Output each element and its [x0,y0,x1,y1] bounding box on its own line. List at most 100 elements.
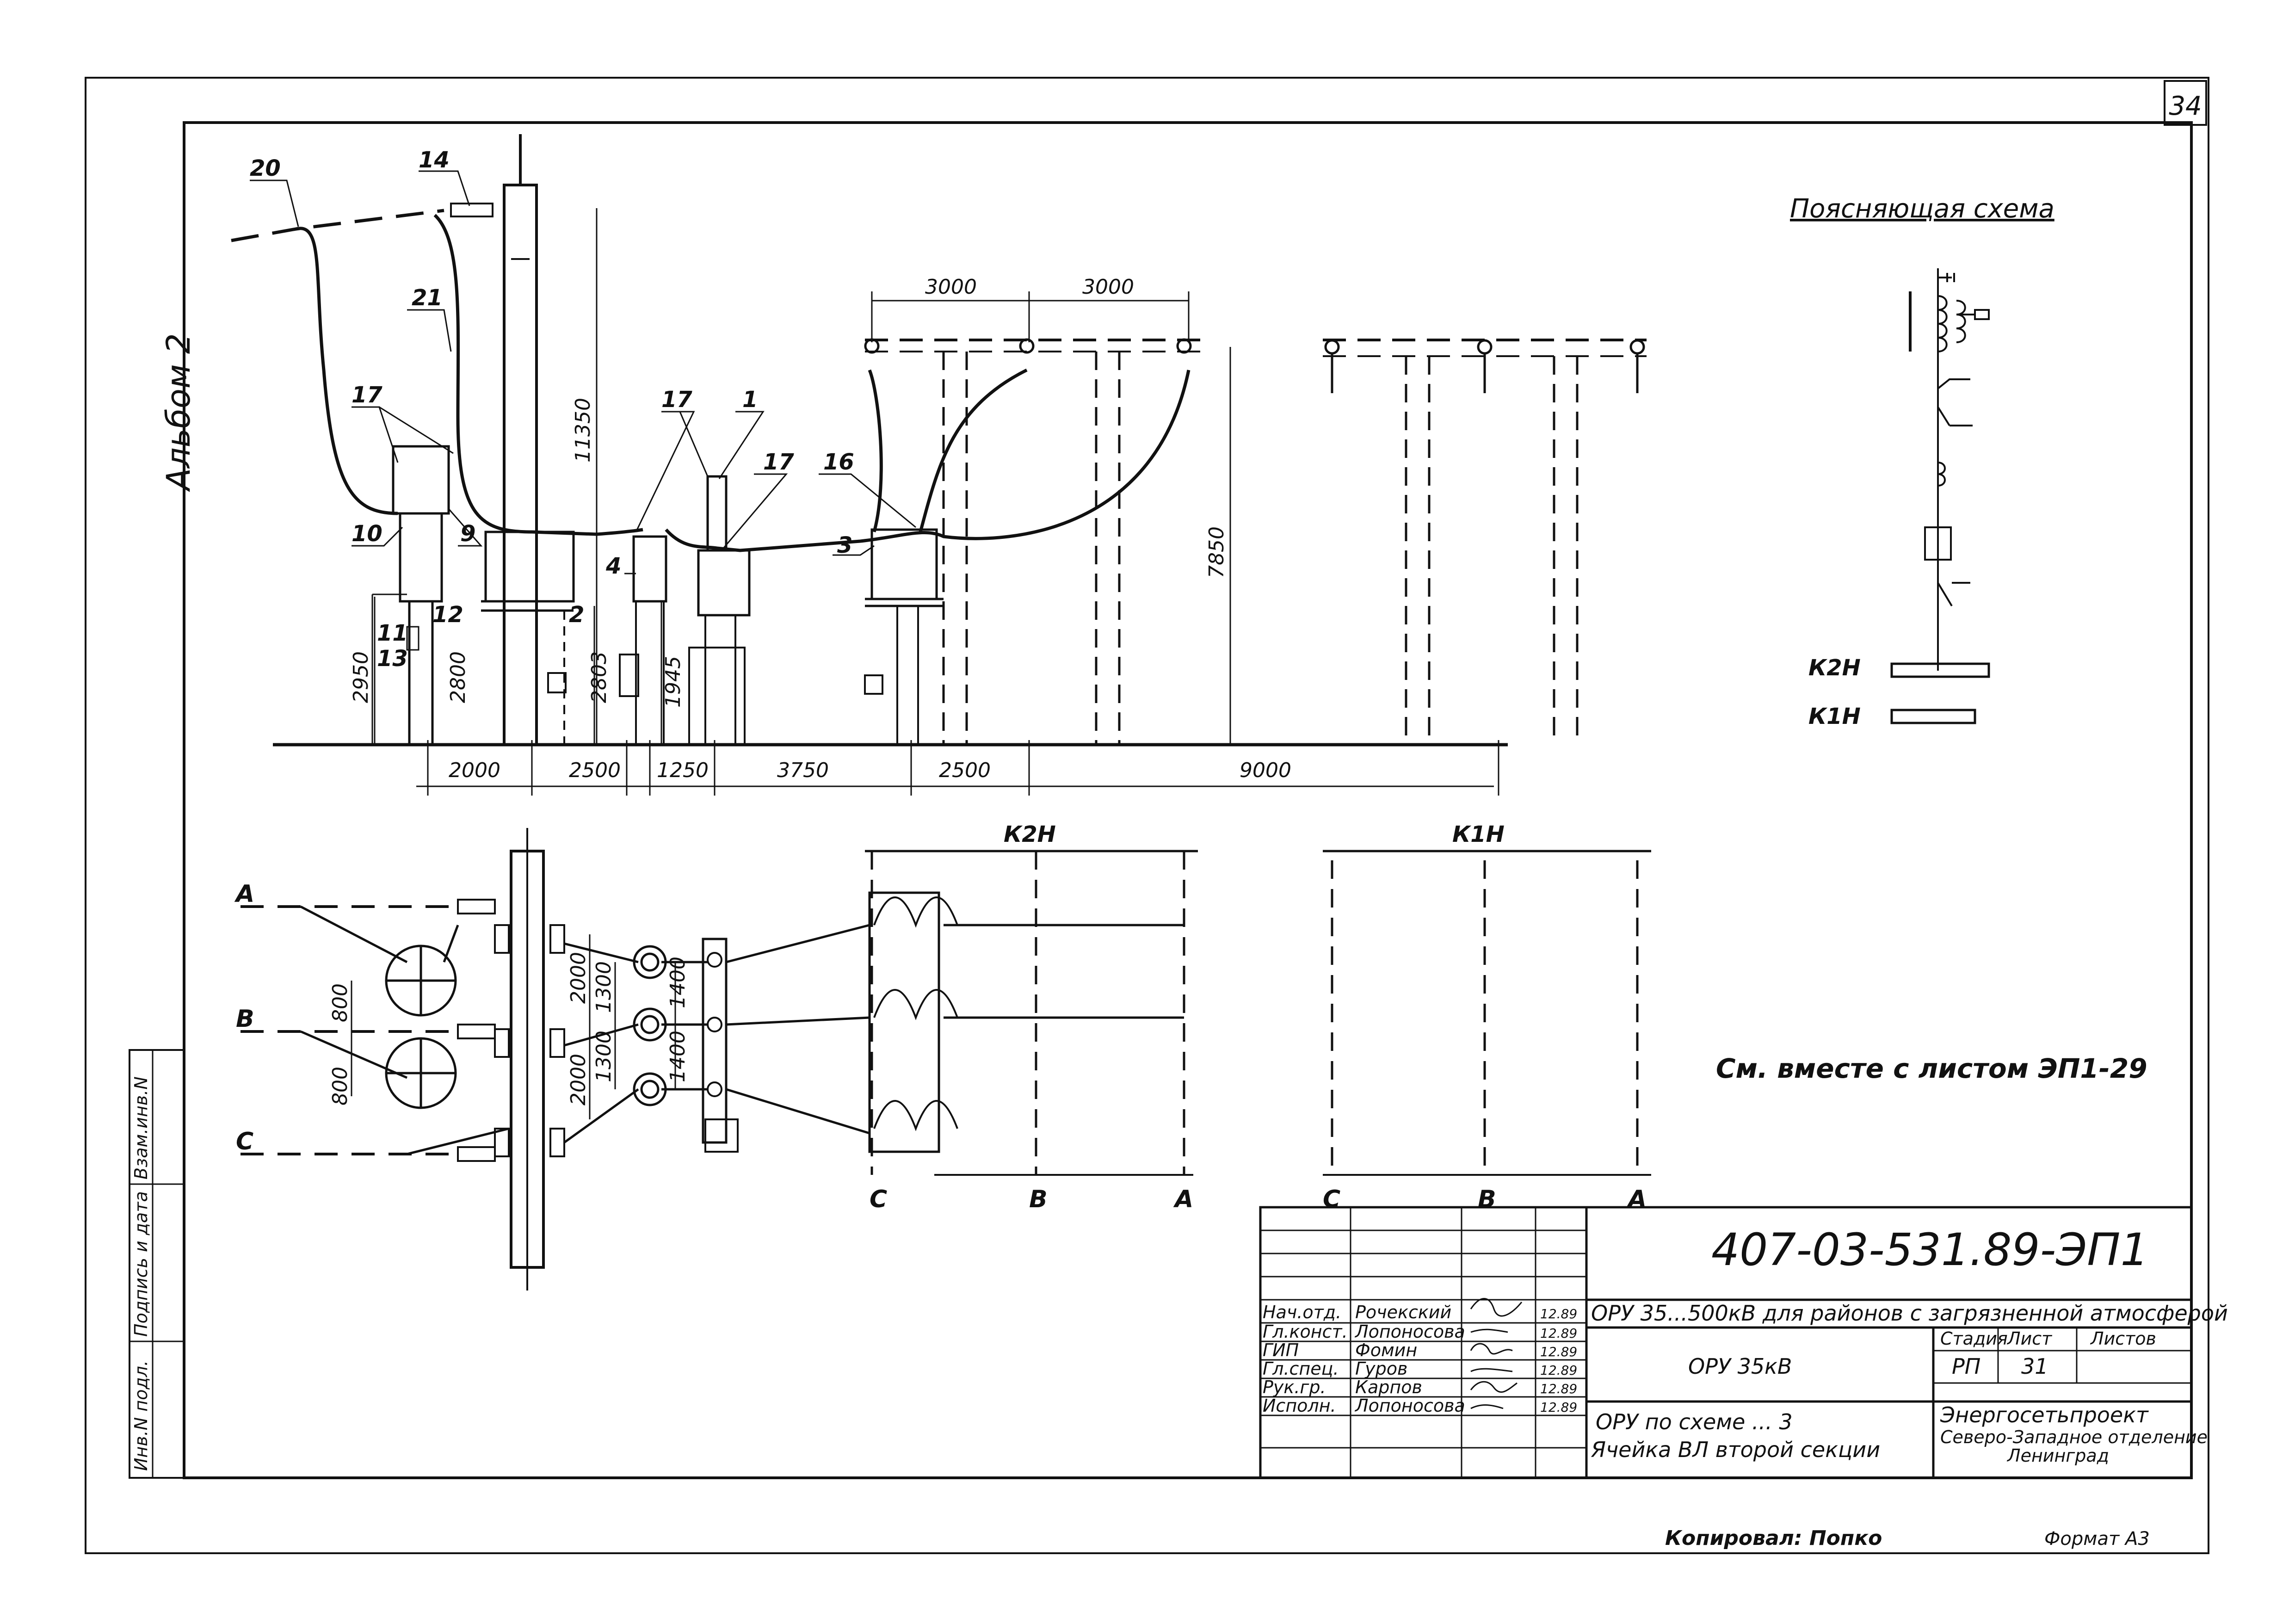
dim-2803: 2803 [587,651,611,703]
header-sheet: Лист [2006,1328,2053,1349]
sig-role-2: Гл.конст. [1263,1321,1348,1342]
sig-name-1: Рочекский [1355,1302,1451,1322]
plan-dim-2000-b: 2000 [567,1054,590,1105]
plan-phase-b: В [236,1005,254,1033]
side-stamp: Инв.N подл. Подпись и дата Взам.инв.N [129,1049,185,1479]
side-stamp-cell-3: Взам.инв.N [131,1076,151,1179]
signature-scribbles [1470,1298,1523,1409]
sig-role-6: Исполн. [1263,1396,1336,1416]
outer-frame [85,77,2209,1554]
callout-16: 16 [823,449,854,475]
dim-bottom-3750: 3750 [777,759,829,782]
callout-17-b: 17 [661,387,692,413]
sig-name-6: Лопоносова [1354,1396,1465,1416]
sheet-number: 34 [2169,91,2202,121]
plan-k1n-bottom-b: В [1478,1186,1496,1213]
callout-3: 3 [837,532,852,558]
dim-2800: 2800 [446,651,470,703]
dim-bottom-1250: 1250 [657,759,709,782]
callout-14: 14 [419,147,450,173]
sheet-frame: 34 [85,77,2209,1554]
callout-2: 2 [569,602,584,628]
callout-4: 4 [605,553,621,579]
item-10-box [392,445,450,515]
elevation-view: 20 14 21 17 17 1 17 16 10 9 4 3 2 11 12 … [231,134,1647,796]
project-title: ОРУ 35...500кВ для районов с загрязненно… [1591,1301,2228,1326]
dim-2950: 2950 [349,651,373,703]
title-block: 407-03-531.89-ЭП1 ОРУ 35...500кВ для рай… [1259,1206,2228,1479]
item-10-column [399,512,443,603]
item-4-body [632,535,667,603]
dim-bottom-2500-a: 2500 [569,759,621,782]
header-sheets: Листов [2090,1328,2156,1349]
album-label: Альбом 2 [160,333,197,492]
sheet-title-line1: ОРУ по схеме ... 3 [1596,1409,1793,1434]
scheme-bus-k1n [1890,709,1976,724]
dim-7850: 7850 [1205,526,1228,578]
plan-label-k1n: К1Н [1452,821,1505,847]
incoming-line [231,209,444,242]
plan-dim-800-b: 800 [328,1067,352,1105]
item-1-bushing [706,475,728,552]
plan-dim-1400-b: 1400 [666,1031,690,1082]
plan-label-k2n: К2Н [1004,821,1056,847]
sig-name-3: Фомин [1355,1340,1417,1360]
plan-k1n-bottom-a: А [1626,1186,1647,1213]
side-stamp-cell-2: Подпись и дата [131,1191,151,1337]
sig-role-4: Гл.спец. [1263,1358,1339,1379]
sheet-title-line2: Ячейка ВЛ второй секции [1591,1437,1880,1462]
side-stamp-cell-1: Инв.N подл. [131,1360,151,1471]
line-insulator [450,203,494,217]
value-stage: РП [1952,1354,1980,1379]
callout-21: 21 [412,285,443,311]
plan-phase-c: С [236,1128,253,1155]
dim-11350: 11350 [571,398,595,463]
sig-date-1: 12.89 [1540,1306,1577,1321]
callout-13: 13 [377,646,408,672]
dim-bottom-2500-b: 2500 [939,759,991,782]
callout-11: 11 [377,620,408,646]
dim-top-3000-a: 3000 [925,275,977,299]
explanatory-scheme: Поясняющая схема К2Н К1Н [1790,194,2054,729]
plan-dim-800-a: 800 [328,983,352,1022]
callout-17-c: 17 [763,449,794,475]
callout-10: 10 [352,521,382,547]
document-code: 407-03-531.89-ЭП1 [1711,1224,2149,1276]
callout-20: 20 [250,155,281,181]
sig-name-5: Карпов [1355,1377,1422,1397]
plan-k2n-bottom-b: В [1029,1186,1048,1213]
sig-role-5: Рук.гр. [1263,1377,1326,1397]
footer-copied-by: Копировал: Попко [1665,1526,1882,1550]
sig-date-4: 12.89 [1540,1363,1577,1378]
scheme-label-k2n: К2Н [1808,655,1861,681]
plan-phase-a: А [234,880,254,908]
footer-format: Формат А3 [2044,1528,2150,1550]
callout-1: 1 [742,387,758,413]
disconnector-frame [484,531,575,603]
mast-column [503,184,538,746]
drive-box [547,672,567,693]
plan-k1n-bottom-c: С [1323,1186,1340,1213]
sig-date-2: 12.89 [1540,1326,1577,1341]
sig-date-5: 12.89 [1540,1381,1577,1396]
org-line3: Ленинград [2006,1445,2109,1466]
plan-k2n-bottom-c: С [870,1186,887,1213]
callout-12: 12 [432,602,463,628]
scheme-label-k1n: К1Н [1808,704,1861,729]
sig-date-6: 12.89 [1540,1400,1577,1415]
dim-bottom-2000: 2000 [449,759,500,782]
item-3-support [870,528,938,600]
sig-name-4: Гуров [1355,1358,1407,1379]
plan-dim-2000-a: 2000 [567,952,590,1004]
dim-bottom-9000: 9000 [1240,759,1291,782]
sig-date-3: 12.89 [1540,1344,1577,1359]
scheme-title: Поясняющая схема [1790,194,2054,224]
sheet-number-box [2164,80,2207,126]
plan-dim-1400-a: 1400 [666,957,690,1008]
plan-view: А В С К2Н К1Н С В А С В А 800 800 2000 2… [234,821,1651,1291]
dim-top-3000-b: 3000 [1082,275,1134,299]
plan-k2n-bottom-a: А [1173,1186,1193,1213]
scheme-bus-k2n [1890,662,1990,678]
inner-frame [183,121,2193,1479]
